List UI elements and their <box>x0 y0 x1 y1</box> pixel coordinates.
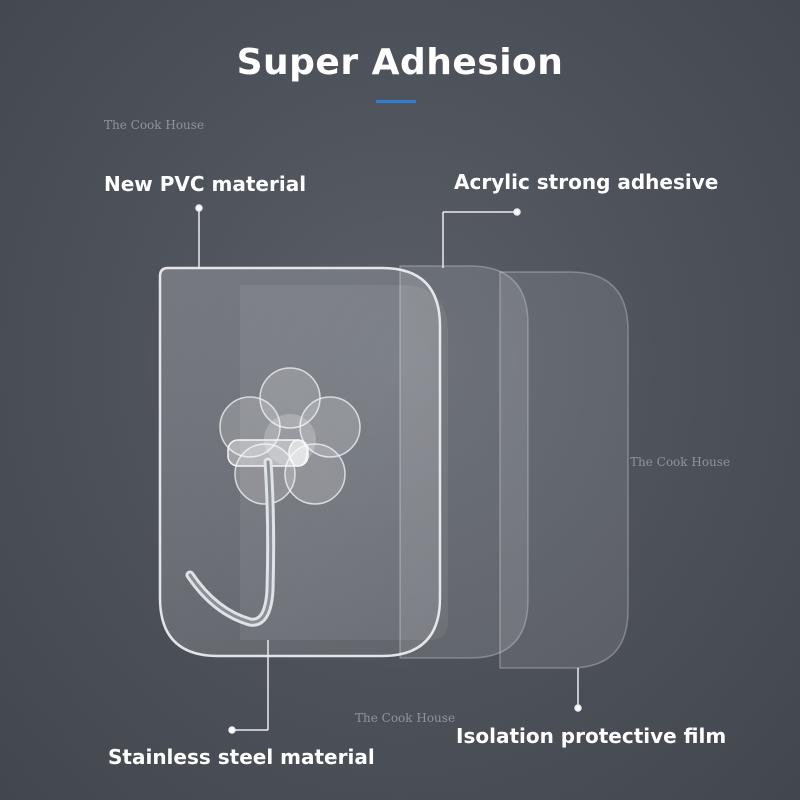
page-title: Super Adhesion <box>236 42 564 83</box>
watermark-right: The Cook House <box>630 455 731 469</box>
label-pvc-material: New PVC material <box>104 172 307 196</box>
label-acrylic-adhesive: Acrylic strong adhesive <box>454 170 719 194</box>
protective-film-layer <box>499 271 629 669</box>
watermark-bottom: The Cook House <box>355 711 456 725</box>
label-stainless-steel: Stainless steel material <box>108 745 375 769</box>
label-protective-film: Isolation protective film <box>456 724 727 748</box>
title-underline <box>376 100 416 103</box>
watermark-top-left: The Cook House <box>104 118 205 132</box>
